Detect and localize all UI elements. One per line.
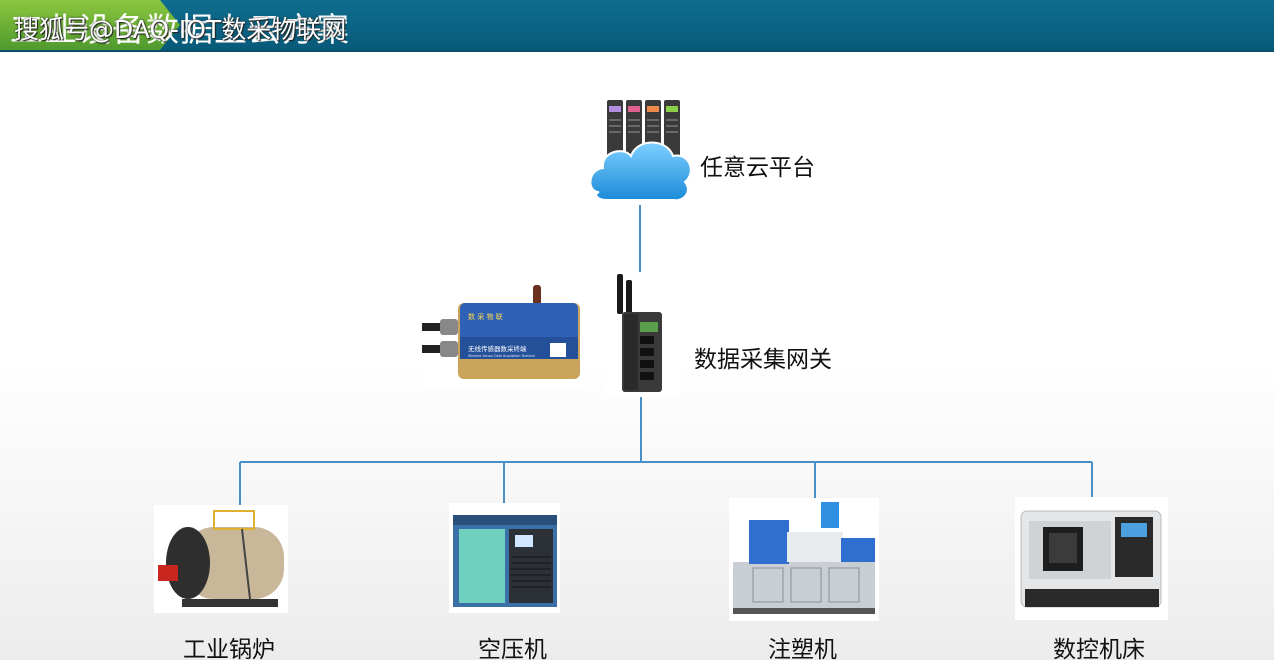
injection-molding-icon (733, 502, 875, 614)
watermark: 搜狐号@DAQ-IOT数采物联网 (14, 15, 347, 44)
air-compressor-image (449, 503, 560, 613)
gateway-image (604, 272, 679, 397)
injection-molding-image (729, 498, 879, 621)
boiler-image (154, 505, 288, 613)
device-label-air-compressor: 空压机 (478, 637, 547, 663)
gateway-icon (617, 274, 662, 392)
title-banner: 工业设备数据上云方案 搜狐号@DAQ-IOT数采物联网 (0, 0, 1274, 52)
boiler-icon (158, 510, 284, 607)
terminal-subtext: Wireless Sensor Data Acquisition Termina… (468, 354, 535, 358)
device-label-injection-molding: 注塑机 (768, 637, 837, 663)
terminal-brand: 数 采 物 联 (468, 312, 503, 321)
device-label-cnc-lathe: 数控机床 (1053, 637, 1145, 663)
device-label-boiler: 工业锅炉 (183, 637, 275, 663)
sensor-terminal-image: 数 采 物 联 无线传感器数采终端 Wireless Sensor Data A… (422, 283, 584, 386)
cnc-lathe-image (1015, 497, 1168, 620)
cnc-lathe-icon (1020, 510, 1162, 608)
banner-accent-tab (0, 0, 180, 50)
cloud-platform-label: 任意云平台 (700, 155, 815, 181)
terminal-name: 无线传感器数采终端 (468, 344, 527, 353)
cloud-server-icon (589, 100, 692, 202)
air-compressor-icon (453, 515, 557, 607)
cloud-platform-node (585, 96, 697, 208)
sensor-terminal-icon: 数 采 物 联 无线传感器数采终端 Wireless Sensor Data A… (422, 285, 580, 379)
gateway-label: 数据采集网关 (694, 347, 832, 373)
page-title: 工业设备数据上云方案 (10, 10, 350, 49)
